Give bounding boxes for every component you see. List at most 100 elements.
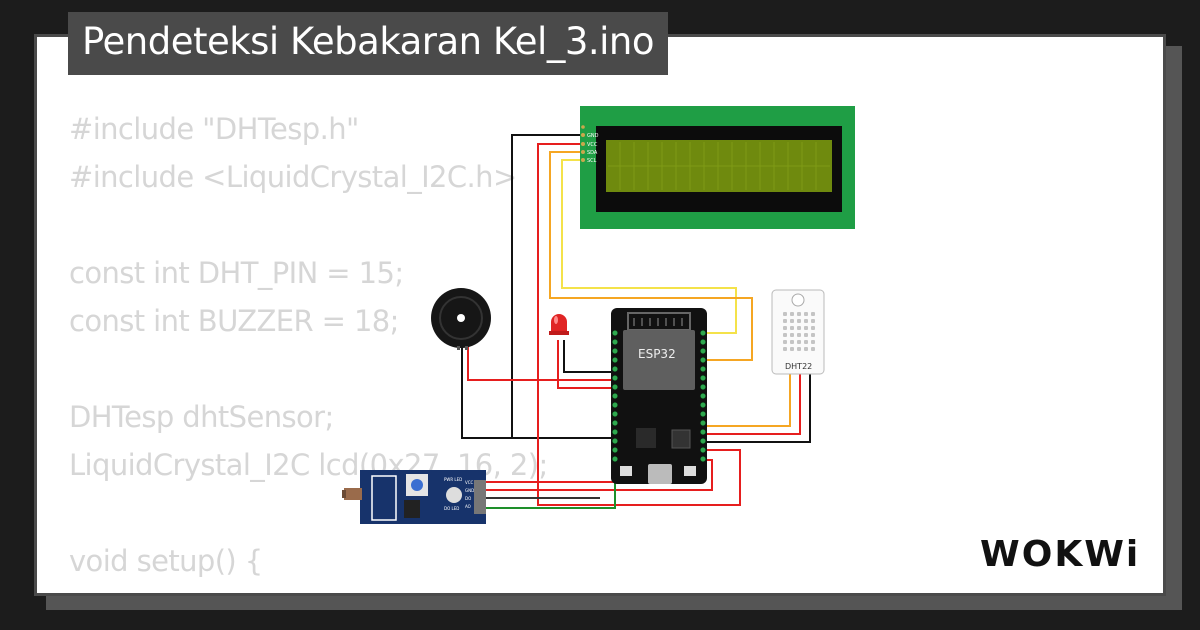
esp32-pin <box>612 402 618 408</box>
esp32-pin <box>612 348 618 354</box>
code-line: DHTesp dhtSensor; <box>69 400 334 434</box>
esp32-pin <box>700 456 706 462</box>
code-line: Serial.begin(115200); <box>69 585 548 593</box>
code-line: #include "DHTesp.h" <box>69 112 359 146</box>
esp32-pin <box>700 330 706 336</box>
wire-flame-gnd <box>484 459 713 491</box>
esp32-pin <box>612 420 618 426</box>
dht-grill-hole <box>811 326 815 330</box>
wire-led-signal <box>557 340 612 389</box>
esp32-pin <box>700 375 706 381</box>
esp32-pin <box>700 402 706 408</box>
wire-lcd-sda <box>549 151 753 361</box>
wire-flame-vcc <box>484 454 616 483</box>
code-line: const int DHT_PIN = 15; <box>69 256 404 290</box>
flame-led-pwr: PWR LED <box>444 477 462 482</box>
dht-grill-hole <box>783 312 787 316</box>
wire-lcd-gnd <box>511 134 612 439</box>
dht-grill-hole <box>797 333 801 337</box>
esp32-pin <box>700 447 706 453</box>
wire-buzzer-gnd <box>461 347 512 439</box>
dht22-sensor-icon: DHT22 <box>771 289 825 375</box>
dht-grill-hole <box>811 340 815 344</box>
esp32-label: ESP32 <box>638 347 676 361</box>
dht-grill-hole <box>790 326 794 330</box>
lcd-pin-scl: SCL <box>587 158 597 164</box>
esp32-pin <box>700 384 706 390</box>
brand-text: WOKWi <box>980 534 1140 575</box>
dht-grill-hole <box>811 347 815 351</box>
dht-grill-hole <box>783 326 787 330</box>
esp32-pin <box>700 366 706 372</box>
project-title: Pendeteksi Kebakaran Kel_3.ino <box>82 20 655 63</box>
esp32-pin <box>700 420 706 426</box>
esp32-pin <box>612 366 618 372</box>
esp32-pin <box>612 411 618 417</box>
esp32-pin <box>612 330 618 336</box>
dht-grill-hole <box>804 326 808 330</box>
dht-grill-hole <box>797 319 801 323</box>
esp32-pin <box>700 348 706 354</box>
dht-grill-hole <box>804 347 808 351</box>
project-title-bar: Pendeteksi Kebakaran Kel_3.ino <box>68 12 668 75</box>
esp32-pin <box>700 429 706 435</box>
dht-grill-hole <box>790 312 794 316</box>
dht-label: DHT22 <box>785 362 812 371</box>
dht-grill-hole <box>811 333 815 337</box>
esp32-pin <box>700 438 706 444</box>
esp32-pin <box>700 339 706 345</box>
esp32-chip-icon: ESP32 <box>611 308 707 484</box>
lcd-display-icon: GND VCC SDA SCL <box>580 106 855 229</box>
wire-dht-gnd <box>706 372 811 443</box>
dht-grill-hole <box>790 347 794 351</box>
dht-grill-hole <box>811 312 815 316</box>
lcd-pin-gnd: GND <box>587 133 599 139</box>
dht-grill-hole <box>804 312 808 316</box>
dht-grill-hole <box>783 340 787 344</box>
esp32-pin <box>700 393 706 399</box>
dht-grill-hole <box>811 319 815 323</box>
esp32-pin <box>612 447 618 453</box>
flame-pin-ao: AO <box>465 504 471 509</box>
dht-grill-hole <box>790 333 794 337</box>
wire-lcd-scl <box>561 159 737 334</box>
wire-buzzer-signal <box>467 347 612 381</box>
lcd-pin-vcc: VCC <box>587 142 598 148</box>
dht-grill-hole <box>783 347 787 351</box>
flame-sensor-icon: PWR LED DO LED VCC GND DO AO <box>342 470 486 524</box>
esp32-pin <box>700 357 706 363</box>
lcd-pin-sda: SDA <box>587 150 598 156</box>
dht-grill-hole <box>804 333 808 337</box>
wire-dht-data <box>706 372 791 427</box>
esp32-pin <box>612 438 618 444</box>
wokwi-logo: WOKWi <box>980 534 1140 575</box>
esp32-pin <box>612 393 618 399</box>
dht-grill-hole <box>790 319 794 323</box>
code-line: const int BUZZER = 18; <box>69 304 399 338</box>
dht-grill-hole <box>797 312 801 316</box>
esp32-pin <box>700 411 706 417</box>
dht-grill-hole <box>783 333 787 337</box>
wire-lcd-vcc <box>537 143 741 506</box>
code-line: void setup() { <box>69 544 263 578</box>
dht-grill-hole <box>804 319 808 323</box>
dht-grill-hole <box>790 340 794 344</box>
led-icon <box>549 314 569 335</box>
dht-grill-hole <box>804 340 808 344</box>
dht-grill-hole <box>797 326 801 330</box>
code-line: #include <LiquidCrystal_I2C.h> <box>69 160 517 194</box>
flame-pin-gnd: GND <box>465 488 474 493</box>
dht-grill-hole <box>783 319 787 323</box>
esp32-pin <box>612 375 618 381</box>
wire-dht-vcc <box>706 372 801 435</box>
flame-led-do: DO LED <box>444 506 459 511</box>
dht-grill-hole <box>797 347 801 351</box>
esp32-pin <box>612 456 618 462</box>
flame-pin-do: DO <box>465 496 471 501</box>
esp32-pin <box>612 339 618 345</box>
dht-grill-hole <box>797 340 801 344</box>
flame-pin-vcc: VCC <box>465 480 474 485</box>
wire-led-gnd <box>563 340 612 373</box>
buzzer-icon <box>431 288 491 350</box>
